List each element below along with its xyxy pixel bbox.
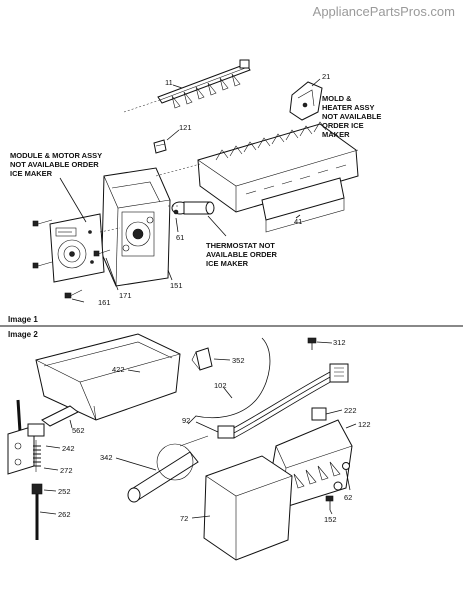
callout-41: 41 xyxy=(294,217,302,226)
image1-diagram: 11 21 121 41 61 151 171 161 MOLD & HEATE… xyxy=(10,59,381,307)
part-retainer-clip[interactable] xyxy=(191,347,213,371)
part-wire-harness[interactable] xyxy=(217,363,349,439)
svg-text:NOT AVAILABLE: NOT AVAILABLE xyxy=(322,112,381,121)
part-thermostat[interactable] xyxy=(171,201,215,215)
svg-text:NOT AVAILABLE ORDER: NOT AVAILABLE ORDER xyxy=(10,160,99,169)
part-ice-mold[interactable] xyxy=(197,121,359,233)
svg-text:ICE MAKER: ICE MAKER xyxy=(10,169,53,178)
svg-text:THERMOSTAT NOT: THERMOSTAT NOT xyxy=(206,241,275,250)
watermark: AppliancePartsPros.com xyxy=(312,4,455,19)
callout-262: 262 xyxy=(58,510,71,519)
callout-252: 252 xyxy=(58,487,71,496)
part-rod-assembly[interactable] xyxy=(7,399,79,540)
callout-62: 62 xyxy=(344,493,352,502)
svg-text:HEATER ASSY: HEATER ASSY xyxy=(322,103,375,112)
part-front-cover[interactable] xyxy=(203,455,293,561)
note-thermostat: THERMOSTAT NOT AVAILABLE ORDER ICE MAKER xyxy=(206,241,278,268)
callout-11: 11 xyxy=(165,78,173,87)
callout-121: 121 xyxy=(179,123,192,132)
callout-151: 151 xyxy=(170,281,183,290)
svg-text:MAKER: MAKER xyxy=(322,130,350,139)
image2-diagram: 312 352 422 102 562 222 92 122 242 342 2… xyxy=(7,333,371,561)
part-fill-tube[interactable] xyxy=(127,435,209,503)
callout-161: 161 xyxy=(98,298,111,307)
section-label-image2: Image 2 xyxy=(8,330,38,339)
alignment-lines xyxy=(99,99,201,233)
part-screw-62[interactable] xyxy=(342,462,350,470)
note-module-motor: MODULE & MOTOR ASSY NOT AVAILABLE ORDER … xyxy=(10,151,102,178)
callout-342: 342 xyxy=(100,453,113,462)
part-screw-312[interactable] xyxy=(307,337,317,350)
svg-text:AVAILABLE ORDER: AVAILABLE ORDER xyxy=(206,250,278,259)
callout-272: 272 xyxy=(60,466,73,475)
callout-312: 312 xyxy=(333,338,346,347)
callout-152: 152 xyxy=(324,515,337,524)
part-screws[interactable] xyxy=(32,219,111,299)
callout-222: 222 xyxy=(344,406,357,415)
note-mold-heater: MOLD & HEATER ASSY NOT AVAILABLE ORDER I… xyxy=(322,94,381,139)
callout-92: 92 xyxy=(182,416,190,425)
callout-122: 122 xyxy=(358,420,371,429)
callout-562: 562 xyxy=(72,426,85,435)
svg-text:ICE MAKER: ICE MAKER xyxy=(206,259,249,268)
part-module-plate[interactable] xyxy=(49,213,105,283)
callout-352: 352 xyxy=(232,356,245,365)
part-screw-152[interactable] xyxy=(325,495,334,510)
callout-72: 72 xyxy=(180,514,188,523)
svg-text:MOLD &: MOLD & xyxy=(322,94,352,103)
section-label-image1: Image 1 xyxy=(8,315,38,324)
callout-102: 102 xyxy=(214,381,227,390)
callout-242: 242 xyxy=(62,444,75,453)
svg-text:MODULE & MOTOR ASSY: MODULE & MOTOR ASSY xyxy=(10,151,102,160)
part-shutoff-arm[interactable] xyxy=(187,337,271,425)
part-module-housing[interactable] xyxy=(101,167,171,287)
callout-422: 422 xyxy=(112,365,125,374)
part-bracket[interactable] xyxy=(289,81,323,121)
callout-21: 21 xyxy=(322,72,330,81)
svg-text:ORDER ICE: ORDER ICE xyxy=(322,121,364,130)
part-ejector-blade[interactable] xyxy=(157,59,251,109)
part-clip[interactable] xyxy=(153,139,167,154)
part-ice-bin[interactable] xyxy=(35,333,181,421)
callout-61: 61 xyxy=(176,233,184,242)
callout-171: 171 xyxy=(119,291,132,300)
